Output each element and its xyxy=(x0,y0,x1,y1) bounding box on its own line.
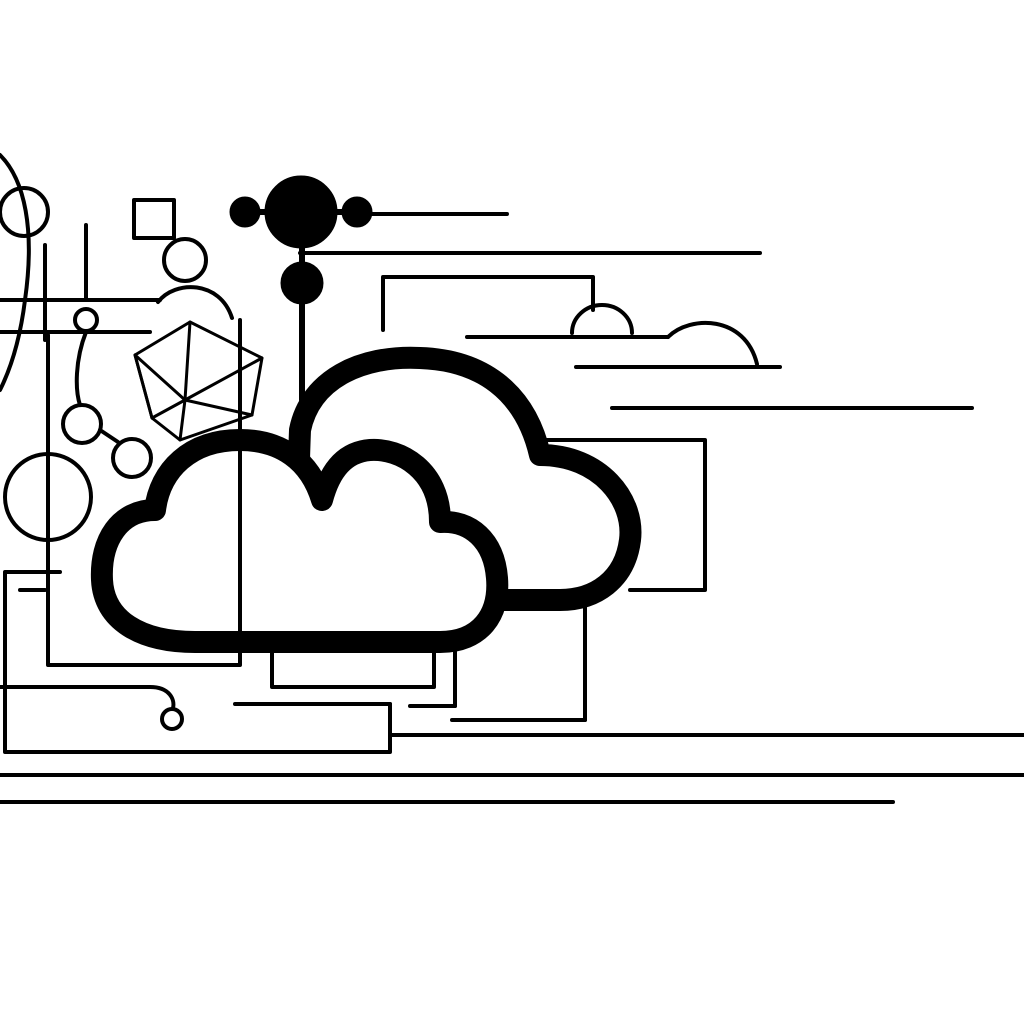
nodes xyxy=(0,153,234,731)
polyhedron xyxy=(133,320,264,442)
antenna xyxy=(229,175,373,403)
domes xyxy=(570,303,759,366)
horizontal-lines xyxy=(0,212,1024,804)
front-cloud xyxy=(90,429,509,653)
